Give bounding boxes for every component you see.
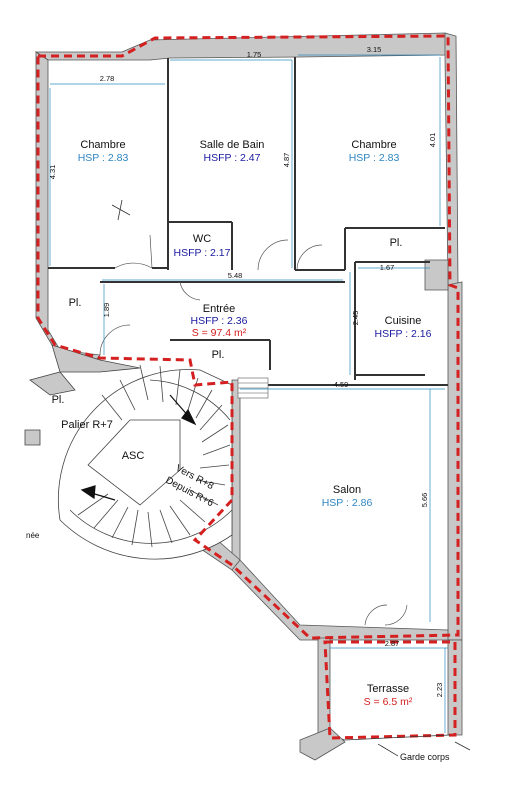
room-height: HSFP : 2.36 <box>190 315 247 327</box>
placard-label: Pl. <box>212 349 225 361</box>
room-terrasse: Terrasse S = 6.5 m² <box>364 683 413 708</box>
dimension-label: 1.75 <box>247 50 262 59</box>
room-entree: Entrée HSFP : 2.36 S = 97.4 m² <box>190 303 247 339</box>
landing-steps <box>237 377 269 399</box>
landing-label: Palier R+7 <box>61 419 113 431</box>
room-name: Terrasse <box>367 683 409 695</box>
garde-corps-leader <box>377 743 399 757</box>
room-cuisine: Cuisine HSFP : 2.16 <box>374 315 431 340</box>
placard-labels: Pl. Pl. Pl. Pl. <box>52 237 403 406</box>
partial-label: née <box>26 531 40 540</box>
dimension-label: 2.87 <box>385 639 400 648</box>
dimension-labels: 2.78 1.75 3.15 4.31 4.87 4.01 5.48 1.67 … <box>48 45 444 697</box>
room-surface: S = 6.5 m² <box>364 696 413 708</box>
room-surface: S = 97.4 m² <box>192 327 247 339</box>
private-boundary <box>36 34 460 740</box>
room-height: HSFP : 2.47 <box>203 152 260 164</box>
room-salle-de-bain: Salle de Bain HSFP : 2.47 <box>200 139 265 164</box>
placard-label: Pl. <box>52 394 65 406</box>
room-height: HSP : 2.83 <box>349 152 400 164</box>
room-wc: WC HSFP : 2.17 <box>173 233 230 259</box>
dimension-label: 2.45 <box>351 311 360 326</box>
room-name: WC <box>193 233 211 245</box>
terrace-rail <box>344 734 471 751</box>
room-name: Salle de Bain <box>200 139 265 151</box>
room-height: HSFP : 2.17 <box>173 247 230 259</box>
dimension-label: 3.15 <box>367 45 382 54</box>
stair-arrows <box>80 394 197 501</box>
room-chambre-1: Chambre HSP : 2.83 <box>78 139 129 164</box>
room-salon: Salon HSP : 2.86 <box>322 484 373 509</box>
dimension-label: 4.31 <box>48 165 57 180</box>
dimension-label: 1.67 <box>380 263 395 272</box>
elevator-label: ASC <box>122 450 145 462</box>
room-chambre-2: Chambre HSP : 2.83 <box>349 139 400 164</box>
dimension-label: 4.59 <box>334 380 349 389</box>
door-swings <box>99 234 408 626</box>
interior-walls <box>48 57 448 386</box>
room-height: HSP : 2.86 <box>322 497 373 509</box>
dimension-label: 2.23 <box>435 683 444 698</box>
cross-mark <box>111 199 131 221</box>
dimension-label: 5.48 <box>228 271 243 280</box>
dimension-label: 4.01 <box>428 133 437 148</box>
dimension-lines <box>49 54 448 733</box>
dimension-label: 5.66 <box>420 493 429 508</box>
room-name: Salon <box>333 484 361 496</box>
placard-label: Pl. <box>69 297 82 309</box>
placard-label: Pl. <box>390 237 403 249</box>
stair-treads <box>77 364 231 548</box>
room-height: HSP : 2.83 <box>78 152 129 164</box>
dimension-label: 1.89 <box>102 303 111 318</box>
room-name: Chambre <box>80 139 125 151</box>
room-height: HSFP : 2.16 <box>374 328 431 340</box>
room-name: Chambre <box>351 139 396 151</box>
room-name: Entrée <box>203 303 235 315</box>
dimension-label: 2.78 <box>100 74 115 83</box>
dimension-label: 4.87 <box>282 153 291 168</box>
garde-corps-label: Garde corps <box>400 752 450 762</box>
room-name: Cuisine <box>385 315 422 327</box>
